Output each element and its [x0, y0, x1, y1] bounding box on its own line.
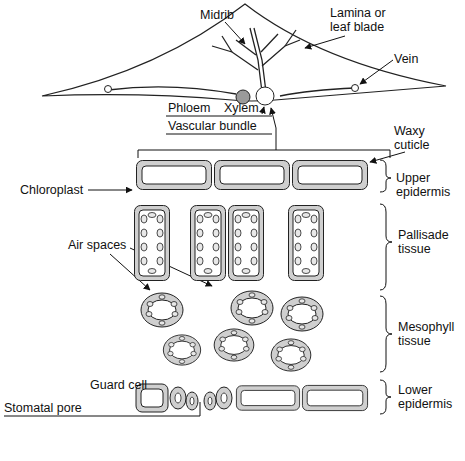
part-label: Phloem	[168, 101, 210, 115]
part-label: Xylem	[224, 101, 259, 115]
layer-label: Lower epidermis	[398, 383, 460, 411]
layer-label: Upper epidermis	[396, 171, 458, 199]
part-label: Air spaces	[68, 238, 126, 252]
part-label: Waxy cuticle	[394, 124, 444, 152]
layer-label: Mesophyll tissue	[398, 320, 465, 348]
part-label: Midrib	[200, 8, 234, 22]
part-label: Vascular bundle	[168, 119, 257, 133]
layer-label: Pallisade tissue	[398, 228, 462, 256]
part-label: Lamina or leaf blade	[330, 6, 402, 34]
part-label: Guard cell	[90, 378, 147, 392]
part-label: Stomatal pore	[4, 401, 82, 415]
part-label: Chloroplast	[20, 183, 83, 197]
part-label: Vein	[394, 52, 418, 66]
